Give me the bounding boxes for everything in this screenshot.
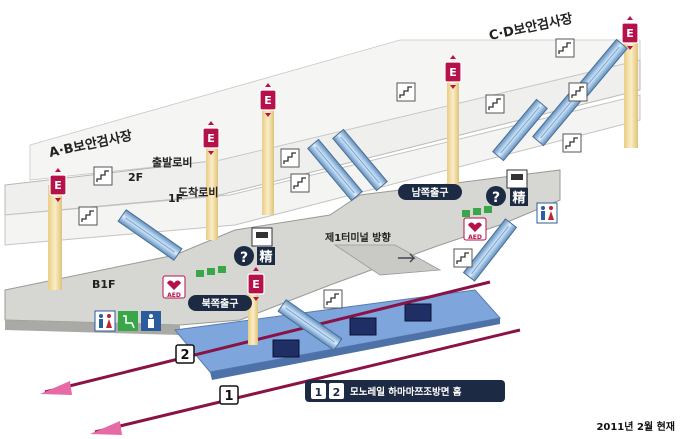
track-2-marker-label: 2 (180, 348, 189, 363)
column (624, 38, 638, 148)
rail-track-2 (44, 280, 491, 394)
platform-door (272, 339, 300, 358)
track-1-marker (219, 385, 239, 405)
aed-icon (463, 217, 487, 241)
stairs-icon (555, 38, 575, 58)
elevator-icon-glyph: E (449, 66, 457, 79)
stairs-icon (78, 206, 98, 226)
stairs-icon (280, 148, 300, 168)
track-1-chip (311, 383, 326, 399)
arrival-lobby-label: 도착로비 (178, 185, 218, 199)
track-2-chip (329, 383, 344, 399)
track-2-marker (175, 344, 195, 364)
floor-b1f-label: B1F (92, 278, 116, 291)
stairs-icon (323, 289, 343, 309)
info-icon (234, 246, 254, 266)
elevator-icon-glyph: E (54, 179, 62, 192)
column (48, 185, 62, 290)
info-icon (486, 186, 506, 206)
track-1-chip-label: 1 (315, 386, 323, 399)
info-icon-glyph: ? (240, 250, 248, 266)
fare-adjust-icon (257, 247, 275, 265)
north-exit-badge (188, 295, 252, 311)
floor-b1f (4, 169, 561, 326)
platform-door (404, 303, 432, 322)
ticket-machine-icon (506, 169, 528, 189)
track-1-marker-label: 1 (224, 389, 233, 404)
arrow-terminal1 (398, 253, 416, 263)
rail-arrow-2 (40, 381, 72, 395)
restroom-icons-north (94, 310, 161, 332)
north-exit-label: 북쪽출구 (202, 297, 239, 310)
fare-adjust-glyph: 精 (259, 249, 272, 265)
column (248, 290, 258, 345)
departure-lobby-label: 출발로비 (152, 155, 192, 169)
ticket-gates-south (462, 206, 492, 217)
restroom-icons-south (536, 202, 558, 224)
ticket-machine-icon (251, 227, 273, 247)
date-note: 2011년 2월 현재 (596, 420, 675, 433)
aed-icon (162, 275, 186, 299)
stairs-icon (93, 166, 113, 186)
aed-label: AED (468, 234, 482, 241)
floor-2f-label: 2F (128, 171, 143, 184)
stairs-icon (453, 248, 473, 268)
monorail-platform-label: 모노레일 하마마쯔조방면 홈 (350, 386, 462, 398)
track-2-chip-label: 2 (333, 386, 341, 399)
floor-1f-label: 1F (168, 192, 183, 205)
elevator-icon-glyph: E (207, 132, 215, 145)
elevator-icon-glyph: E (252, 278, 260, 291)
monorail-platform-edge (210, 318, 500, 380)
stairs-icon (568, 82, 588, 102)
south-exit-label: 남쪽출구 (412, 186, 449, 199)
floor-3f (29, 39, 641, 181)
south-exit-badge (398, 184, 462, 200)
column (262, 105, 274, 215)
aed-label: AED (167, 292, 181, 299)
ticket-gates-north (196, 266, 226, 277)
passage-to-terminal1 (333, 244, 442, 276)
info-icon-glyph: ? (492, 190, 500, 206)
stairs-icon (290, 173, 310, 193)
fare-adjust-icon (510, 188, 528, 206)
elevator-icon-glyph: E (626, 27, 634, 40)
stairs-icon (396, 82, 416, 102)
platform-door (349, 317, 377, 336)
stairs-icon (562, 133, 582, 153)
elevator-icon-glyph: E (264, 94, 272, 107)
terminal1-direction-label: 제1터미널 방향 (325, 231, 391, 244)
fare-adjust-glyph: 精 (512, 190, 525, 206)
rail-arrow-1 (90, 421, 122, 435)
column (206, 140, 218, 240)
platform-caption-badge (305, 380, 505, 402)
stairs-icon (485, 94, 505, 114)
floor-1f (4, 94, 641, 246)
column (447, 75, 459, 190)
